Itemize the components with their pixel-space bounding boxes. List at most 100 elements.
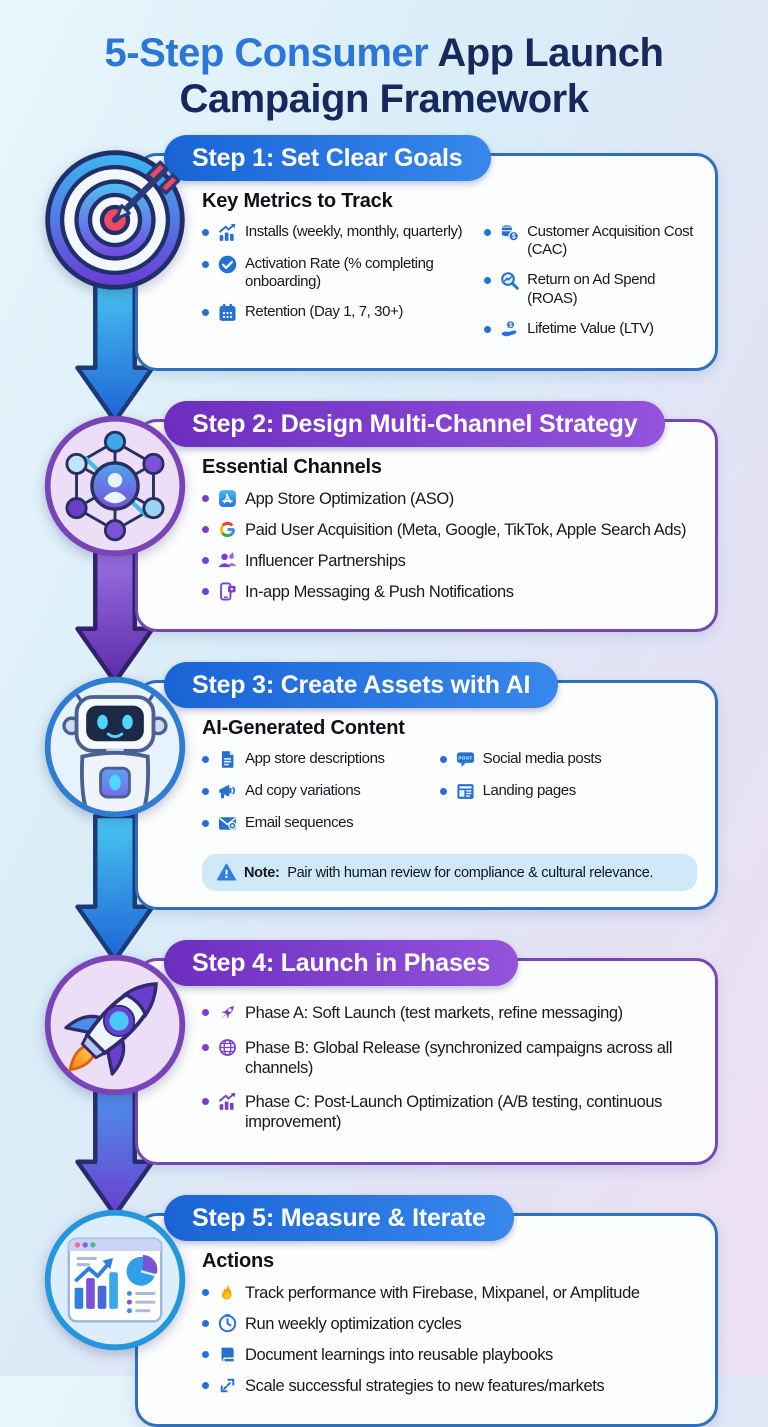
bullet-item: App store descriptions xyxy=(202,750,440,770)
step-5-header: Step 5: Measure & Iterate xyxy=(164,1195,514,1242)
bullet-text: Activation Rate (% completing onboarding… xyxy=(245,254,434,291)
bullet-item: Landing pages xyxy=(439,782,697,802)
megaphone-icon xyxy=(217,781,238,802)
step-subheading: Essential Channels xyxy=(202,455,382,478)
bullet-item: In-app Messaging & Push Notifications xyxy=(202,582,697,602)
bullet-list-right: $ Customer Acquisition Cost (CAC) Return o… xyxy=(484,223,697,352)
bullet-dot xyxy=(439,788,447,796)
bullet-dot xyxy=(202,557,209,565)
note-text: Note: Pair with human review for complia… xyxy=(244,864,654,881)
bullet-text: In-app Messaging & Push Notifications xyxy=(245,583,514,602)
bullet-item: Document learnings into reusable playboo… xyxy=(202,1345,697,1365)
title-rest: App Launch Campaign Framework xyxy=(179,31,664,122)
bullet-item: Paid User Acquisition (Meta, Google, Tik… xyxy=(202,520,697,540)
bullet-columns: App store descriptions Ad copy variations… xyxy=(202,750,697,846)
bullet-item: Phase C: Post-Launch Optimization (A/B t… xyxy=(202,1092,697,1132)
email-icon xyxy=(217,813,238,834)
page-title: 5-Step Consumer App Launch Campaign Fram… xyxy=(44,30,724,123)
scale-arrows-icon xyxy=(217,1375,238,1396)
bullet-text: Social media posts xyxy=(482,750,602,768)
social-post-icon: POST xyxy=(455,749,476,770)
check-circle-icon xyxy=(217,254,238,275)
bullet-dot xyxy=(439,756,447,764)
coins-icon: $ xyxy=(499,222,520,243)
bullet-text: Phase B: Global Release (synchronized ca… xyxy=(245,1038,673,1077)
dashboard-icon xyxy=(40,1205,190,1355)
bullet-dot xyxy=(202,309,209,317)
bullet-dot xyxy=(484,228,492,236)
bullet-dot xyxy=(202,526,209,534)
step-subheading: AI-Generated Content xyxy=(202,717,405,740)
people-icon xyxy=(217,550,238,571)
book-icon xyxy=(217,1344,238,1365)
google-icon xyxy=(217,519,238,540)
bullet-text: Phase C: Post-Launch Optimization (A/B t… xyxy=(245,1092,663,1131)
arrow-down-icon xyxy=(75,814,155,963)
bullet-list: Track performance with Firebase, Mixpane… xyxy=(202,1283,697,1397)
bullet-item: Run weekly optimization cycles xyxy=(202,1314,697,1334)
note-box: Note: Pair with human review for complia… xyxy=(202,854,697,892)
bullet-dot xyxy=(202,820,209,828)
bullet-list: Phase A: Soft Launch (test markets, refi… xyxy=(202,1003,697,1132)
phone-message-icon xyxy=(217,581,238,602)
bullet-dot xyxy=(202,1289,209,1297)
bullet-item: Scale successful strategies to new featu… xyxy=(202,1376,697,1396)
bullet-text: Run weekly optimization cycles xyxy=(245,1315,462,1334)
bullet-dot xyxy=(202,228,209,236)
bullet-item: Ad copy variations xyxy=(202,782,440,802)
bullet-text: Influencer Partnerships xyxy=(245,552,406,571)
bullet-text: App store descriptions xyxy=(245,750,385,768)
robot-icon xyxy=(40,672,190,822)
arrow-down-icon xyxy=(75,274,155,424)
bullet-text: Retention (Day 1, 7, 30+) xyxy=(245,303,404,321)
step-4-header: Step 4: Launch in Phases xyxy=(164,940,519,987)
bullet-text: Ad copy variations xyxy=(245,782,361,800)
bullet-text: Email sequences xyxy=(245,814,354,832)
magnifier-chart-icon xyxy=(499,270,520,291)
bullet-item: $ Lifetime Value (LTV) xyxy=(484,320,697,340)
note-label: Note: xyxy=(244,864,280,881)
bullet-dot xyxy=(202,1043,209,1051)
bullet-dot xyxy=(202,260,209,268)
bullet-text: Document learnings into reusable playboo… xyxy=(245,1346,553,1365)
calendar-icon xyxy=(217,302,238,323)
step-subheading: Key Metrics to Track xyxy=(202,189,393,212)
flame-icon xyxy=(217,1282,238,1303)
bullet-dot xyxy=(202,756,209,764)
step-1-header: Step 1: Set Clear Goals xyxy=(164,134,491,181)
bullet-dot xyxy=(202,788,209,796)
rocket-icon xyxy=(40,950,190,1100)
globe-icon xyxy=(217,1037,238,1058)
bullet-text: Landing pages xyxy=(482,782,577,800)
target-icon xyxy=(40,145,190,295)
bullet-item: Phase A: Soft Launch (test markets, refi… xyxy=(202,1003,697,1023)
rocket-small-icon xyxy=(217,1002,238,1023)
chart-growth-icon xyxy=(217,222,238,243)
bullet-item: Email sequences xyxy=(202,814,440,834)
bullet-text: Scale successful strategies to new featu… xyxy=(245,1377,605,1396)
bullet-text: Return on Ad Spend (ROAS) xyxy=(527,271,656,307)
bullet-dot xyxy=(484,325,492,333)
arrow-down-icon xyxy=(75,536,155,685)
bullet-columns: Installs (weekly, monthly, quarterly) Act… xyxy=(202,223,697,352)
bullet-text: Customer Acquisition Cost (CAC) xyxy=(527,222,694,259)
bullet-item: Installs (weekly, monthly, quarterly) xyxy=(202,223,484,243)
bullet-list-left: Installs (weekly, monthly, quarterly) Act… xyxy=(202,223,484,352)
bullet-dot xyxy=(202,1382,209,1390)
bullet-text: Lifetime Value (LTV) xyxy=(527,319,654,337)
network-icon xyxy=(40,411,190,561)
bullet-text: Installs (weekly, monthly, quarterly) xyxy=(245,222,463,240)
bullet-dot xyxy=(202,1097,209,1105)
bullet-item: Influencer Partnerships xyxy=(202,551,697,571)
svg-text:$: $ xyxy=(509,323,513,329)
bullet-item: Activation Rate (% completing onboarding… xyxy=(202,255,484,292)
step-2-header: Step 2: Design Multi-Channel Strategy xyxy=(164,400,666,447)
